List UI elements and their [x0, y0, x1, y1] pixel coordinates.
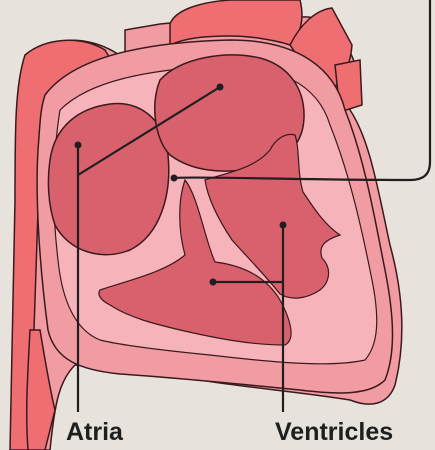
ventricle-dot-right: [280, 222, 287, 229]
atria-label: Atria: [66, 420, 123, 445]
atria-dot-left: [75, 142, 82, 149]
septum-dot: [171, 175, 178, 182]
ventricle-dot-left: [210, 279, 217, 286]
atria-dot-right: [217, 84, 224, 91]
ventricles-label: Ventricles: [275, 420, 393, 445]
left-atrium: [48, 103, 168, 254]
